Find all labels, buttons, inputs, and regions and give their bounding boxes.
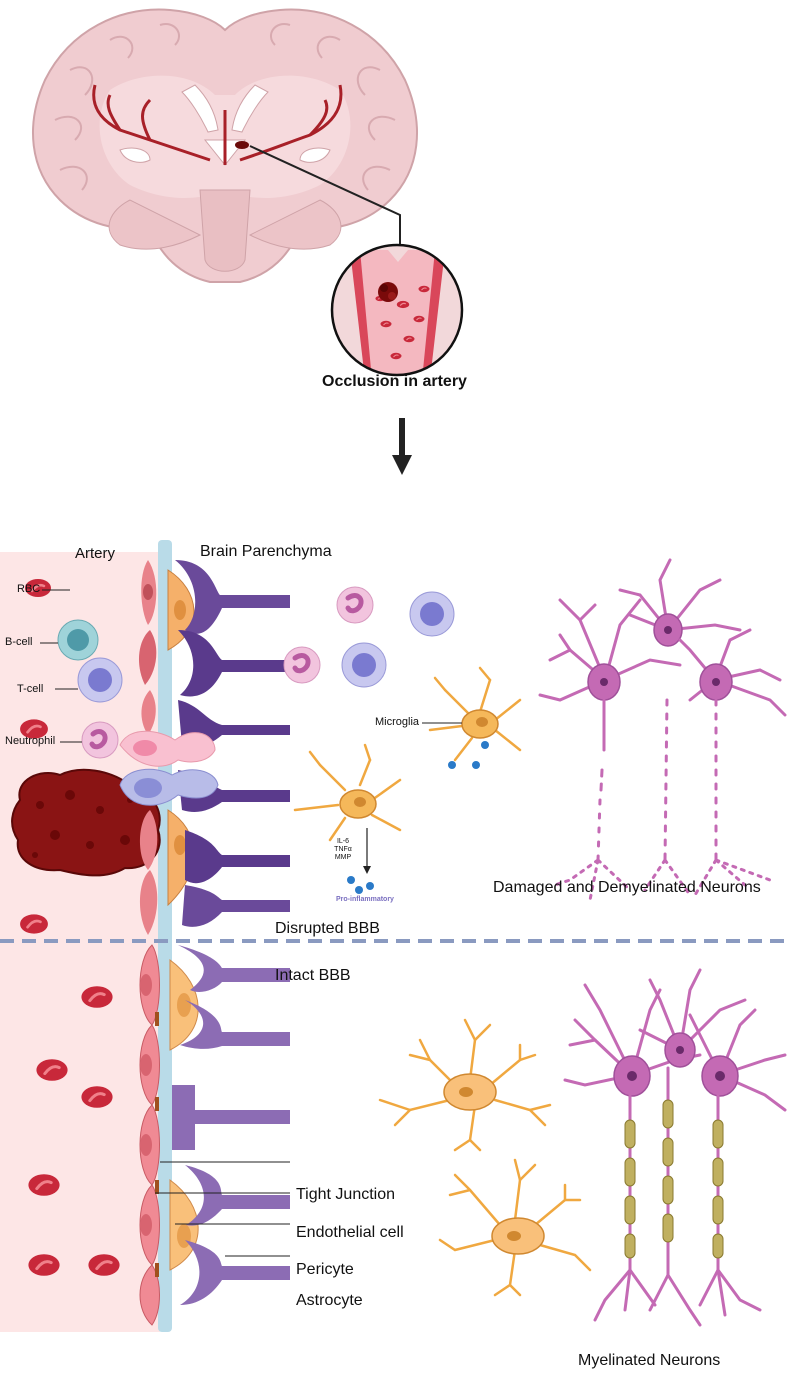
microglia-activated-1	[428, 666, 522, 762]
endothelial-cells-intact	[139, 944, 160, 1326]
b-cell	[57, 619, 99, 661]
myelinated-neurons	[563, 968, 787, 1327]
pericyte-label: Pericyte	[296, 1261, 354, 1278]
damaged-neurons	[538, 558, 787, 902]
cytokine-mmp: MMP	[334, 854, 352, 861]
parenchyma-tcell-2	[341, 642, 387, 688]
transmigrating-leukocytes	[119, 730, 219, 806]
astrocyte-label: Astrocyte	[296, 1292, 363, 1309]
neutrophil-label: Neutrophil	[5, 735, 56, 747]
parenchyma-label: Brain Parenchyma	[200, 543, 332, 560]
artery-label: Artery	[75, 545, 116, 562]
occlusion-label: Occlusion in artery	[322, 373, 467, 390]
brain-coronal-section	[32, 8, 418, 283]
cytokine-tnfa: TNFα	[334, 846, 352, 853]
myelin-sheaths	[624, 1099, 724, 1259]
endothelial-cells-disrupted	[138, 560, 158, 935]
blood-clot	[11, 768, 161, 877]
cytokine-list: IL-6 TNFα MMP	[330, 838, 356, 862]
cytokine-dots-2	[347, 876, 374, 894]
microglia-label: Microglia	[375, 716, 420, 728]
tight-junction-label: Tight Junction	[296, 1186, 396, 1203]
parenchyma-neutrophil-1	[336, 586, 374, 624]
proinflammatory-label: Pro-inflammatory	[336, 896, 394, 903]
t-cell	[77, 657, 123, 703]
microglia-resting-1	[378, 1018, 552, 1152]
leader-lines	[40, 589, 462, 1257]
cytokine-dots-1	[448, 741, 489, 769]
disrupted-bbb-label: Disrupted BBB	[275, 920, 380, 937]
down-arrow	[392, 418, 412, 475]
parenchyma-tcell-1	[409, 591, 455, 637]
neutrophil-artery	[81, 721, 119, 759]
bcell-label: B-cell	[5, 636, 33, 648]
cytokine-il6: IL-6	[336, 838, 350, 845]
tcell-label: T-cell	[17, 683, 44, 695]
myelinated-neurons-label: Myelinated Neurons	[578, 1352, 721, 1369]
brain-gyri	[54, 23, 396, 191]
microglia-activated-2	[293, 743, 402, 842]
occlusion-zoom-circle	[330, 243, 464, 377]
occlusion-marker	[235, 141, 249, 149]
parenchyma-neutrophil-2	[283, 646, 321, 684]
astrocyte-endfeet-intact	[172, 945, 290, 1305]
damaged-neurons-label: Damaged and Demyelinated Neurons	[493, 879, 761, 896]
endothelial-label: Endothelial cell	[296, 1224, 404, 1241]
callout-line	[249, 145, 401, 250]
rbc-label: RBC	[17, 583, 41, 595]
microglia-resting-2	[438, 1158, 592, 1297]
tight-junction-marks	[155, 1012, 159, 1277]
intact-bbb-label: Intact BBB	[275, 967, 351, 984]
